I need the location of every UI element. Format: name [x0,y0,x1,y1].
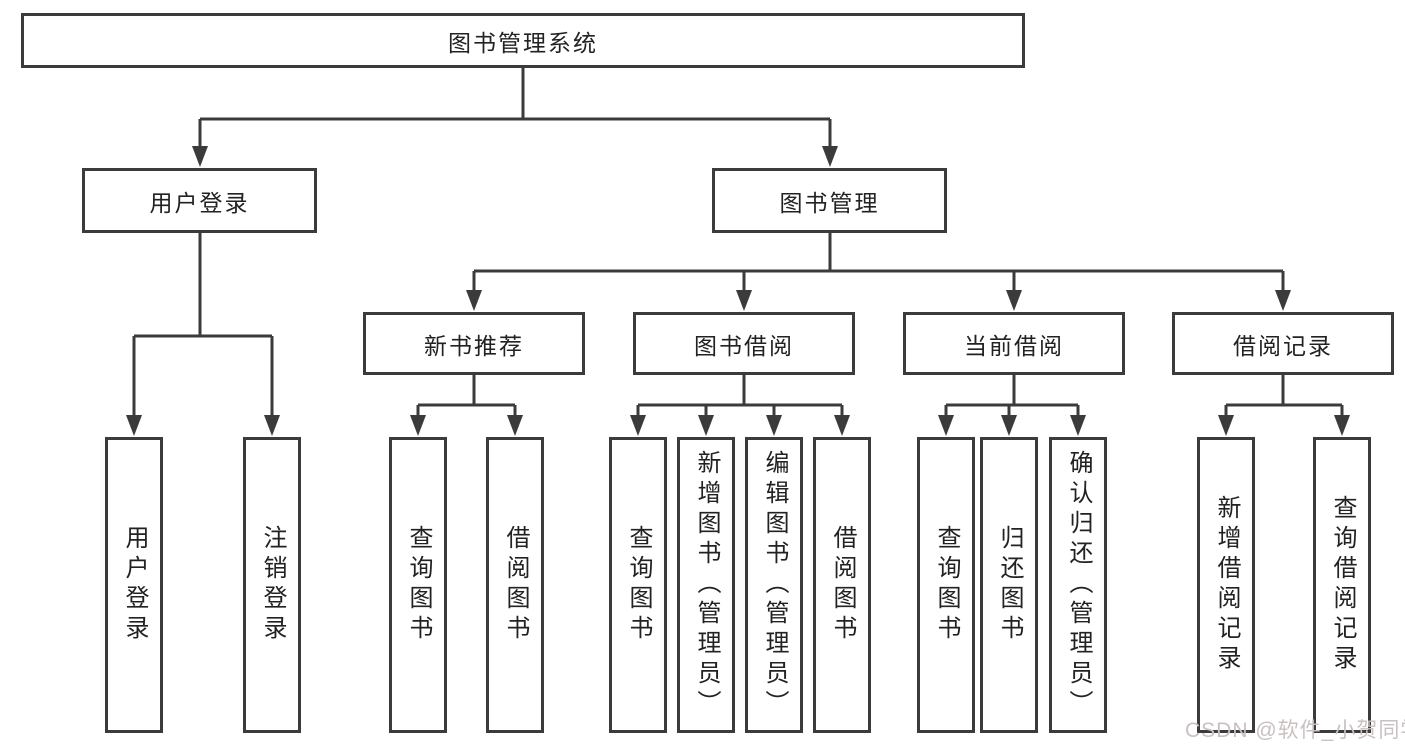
leaf-logout: 注销登录 [243,437,301,733]
node-label: 图书借阅 [694,332,794,359]
leaf-query-borrow-record: 查询借阅记录 [1313,437,1371,733]
node-book-management: 图书管理 [712,168,947,233]
node-label: 新增图书（管理员） [693,450,720,720]
leaf-borrow-books-recommend: 借阅图书 [486,437,544,733]
node-label: 确认归还（管理员） [1065,450,1092,720]
node-label: 用户登录 [149,189,250,216]
leaf-add-borrow-record: 新增借阅记录 [1197,437,1255,733]
node-label: 查询借阅记录 [1329,495,1356,675]
node-label: 查询图书 [405,525,432,645]
node-new-book-recommend: 新书推荐 [363,312,585,375]
leaf-query-books-recommend: 查询图书 [389,437,447,733]
node-label: 编辑图书（管理员） [761,450,788,720]
node-label: 借阅图书 [829,525,856,645]
node-label: 新增借阅记录 [1213,495,1240,675]
node-label: 新书推荐 [424,332,524,359]
node-label: 查询图书 [625,525,652,645]
leaf-confirm-return-admin: 确认归还（管理员） [1049,437,1107,733]
node-borrow-records: 借阅记录 [1172,312,1394,375]
node-library-management-system: 图书管理系统 [21,13,1025,68]
csdn-watermark: CSDN @软件_小贺同学 [1185,719,1405,742]
node-user-login: 用户登录 [82,168,317,233]
leaf-query-books-current: 查询图书 [917,437,975,733]
node-label: 用户登录 [121,525,148,645]
node-label: 图书管理 [779,189,880,216]
node-label: 借阅记录 [1233,332,1333,359]
leaf-add-book-admin: 新增图书（管理员） [677,437,735,733]
node-label: 归还图书 [996,525,1023,645]
node-label: 图书管理系统 [448,29,598,56]
leaf-borrow-books: 借阅图书 [813,437,871,733]
node-label: 注销登录 [259,525,286,645]
node-label: 借阅图书 [502,525,529,645]
node-current-borrowing: 当前借阅 [903,312,1125,375]
node-label: 当前借阅 [964,332,1064,359]
node-book-borrowing: 图书借阅 [633,312,855,375]
leaf-user-login: 用户登录 [105,437,163,733]
node-label: 查询图书 [933,525,960,645]
leaf-query-books-borrowing: 查询图书 [609,437,667,733]
leaf-return-book: 归还图书 [980,437,1038,733]
leaf-edit-book-admin: 编辑图书（管理员） [745,437,803,733]
